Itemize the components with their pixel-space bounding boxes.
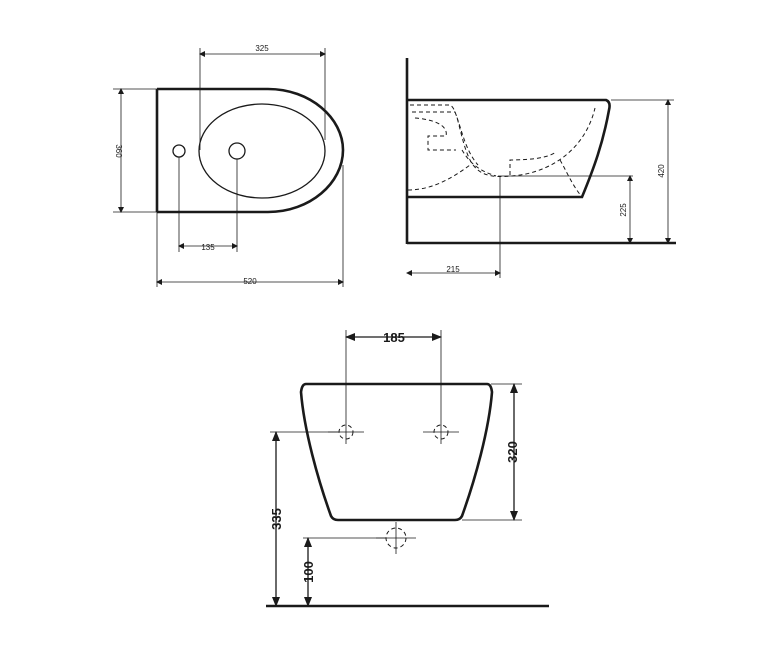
dim-label-335: 335 (269, 508, 284, 530)
side-view: 420 225 215 (405, 58, 676, 278)
bidet-outline-front (299, 382, 494, 522)
dim-label-420: 420 (657, 164, 666, 178)
dim-label-325: 325 (255, 44, 269, 53)
top-view: 325 360 135 520 (113, 44, 345, 287)
dim-label-185: 185 (383, 330, 405, 345)
dim-label-100: 100 (301, 561, 316, 583)
hidden-internal-lines (407, 104, 596, 198)
overflow-hole (172, 144, 186, 158)
dim-label-360: 360 (114, 144, 123, 158)
bidet-outline-top (157, 87, 345, 214)
bidet-outline-side (408, 98, 611, 199)
bowl-rim (198, 103, 326, 199)
dim-label-135: 135 (201, 243, 215, 252)
tap-hole (228, 142, 246, 160)
dim-label-320: 320 (505, 441, 520, 463)
dim-label-520: 520 (243, 277, 257, 286)
front-view: 185 320 335 100 (266, 330, 549, 608)
dim-label-225: 225 (619, 203, 628, 217)
bolt-right (423, 420, 459, 444)
dim-label-215: 215 (446, 265, 460, 274)
